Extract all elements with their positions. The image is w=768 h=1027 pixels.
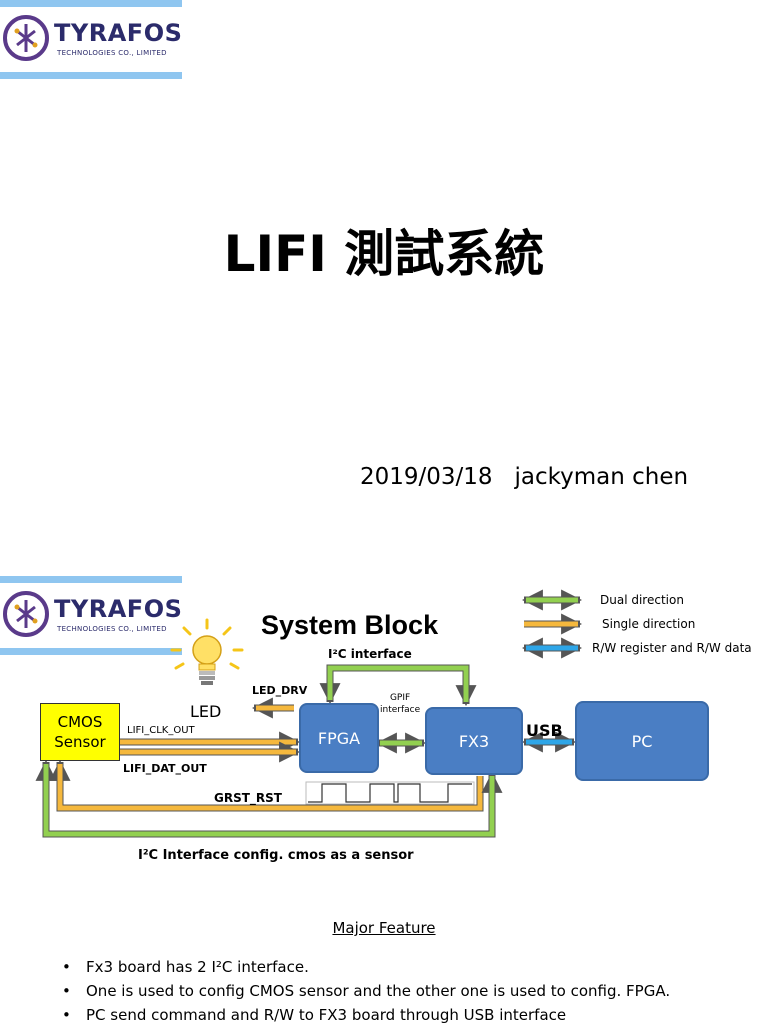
legend-dual-label: Dual direction	[600, 593, 684, 607]
dat-out-label: LIFI_DAT_OUT	[123, 762, 207, 775]
feature-list: Fx3 board has 2 I²C interface. One is us…	[62, 955, 670, 1027]
led-drv-label: LED_DRV	[252, 684, 308, 697]
waveform-icon	[305, 781, 475, 805]
slide-title: LIFI 測試系統	[223, 225, 545, 283]
fx3-block: FX3	[425, 707, 523, 775]
light-bulb-icon	[170, 618, 244, 685]
company-logo-2: TYRAFOS TECHNOLOGIES CO., LIMITED	[0, 585, 182, 647]
usb-label: USB	[526, 721, 563, 740]
system-block-title: System Block	[261, 610, 439, 640]
led-label: LED	[190, 702, 222, 721]
list-item: Fx3 board has 2 I²C interface.	[62, 955, 670, 979]
header-bar-top	[0, 0, 182, 7]
list-item: PC send command and R/W to FX3 board thr…	[62, 1003, 670, 1027]
gpif-label: GPIF interface	[380, 692, 420, 716]
i2c-bottom-label: I²C Interface config. cmos as a sensor	[138, 848, 414, 863]
logo-emblem-icon	[3, 591, 49, 637]
list-item: One is used to config CMOS sensor and th…	[62, 979, 670, 1003]
clk-out-label: LIFI_CLK_OUT	[127, 725, 195, 736]
cmos-label-2: Sensor	[54, 733, 106, 751]
gpif-label-2: interface	[380, 705, 421, 715]
header-bar-bottom-2	[0, 648, 182, 655]
legend-single-label: Single direction	[602, 617, 696, 631]
logo-subtitle: TECHNOLOGIES CO., LIMITED	[57, 625, 167, 633]
fpga-label: FPGA	[317, 728, 361, 748]
logo-name: TYRAFOS	[54, 19, 183, 47]
pc-block: PC	[575, 701, 709, 781]
logo-emblem-icon	[3, 15, 49, 61]
i2c-bottom-link	[35, 759, 503, 838]
cmos-sensor-block: CMOS Sensor	[40, 703, 120, 761]
i2c-top-link	[319, 664, 477, 707]
pc-label: PC	[631, 731, 653, 751]
system-block-diagram	[35, 589, 583, 838]
logo-name: TYRAFOS	[54, 595, 182, 623]
cmos-label-1: CMOS	[57, 713, 103, 731]
slide-subtitle: 2019/03/18 jackyman chen	[360, 464, 689, 490]
fpga-block: FPGA	[299, 703, 379, 773]
header-bar-bottom	[0, 72, 182, 79]
company-logo: TYRAFOS TECHNOLOGIES CO., LIMITED	[0, 9, 182, 71]
major-feature-title: Major Feature	[332, 919, 436, 937]
logo-subtitle: TECHNOLOGIES CO., LIMITED	[57, 49, 167, 57]
header-bar-top-2	[0, 576, 182, 583]
fx3-label: FX3	[458, 731, 490, 751]
grst-rst-label: GRST_RST	[214, 791, 282, 805]
legend-rw-label: R/W register and R/W data	[592, 641, 752, 655]
gpif-label-1: GPIF	[389, 693, 411, 703]
i2c-top-label: I²C interface	[328, 647, 412, 661]
